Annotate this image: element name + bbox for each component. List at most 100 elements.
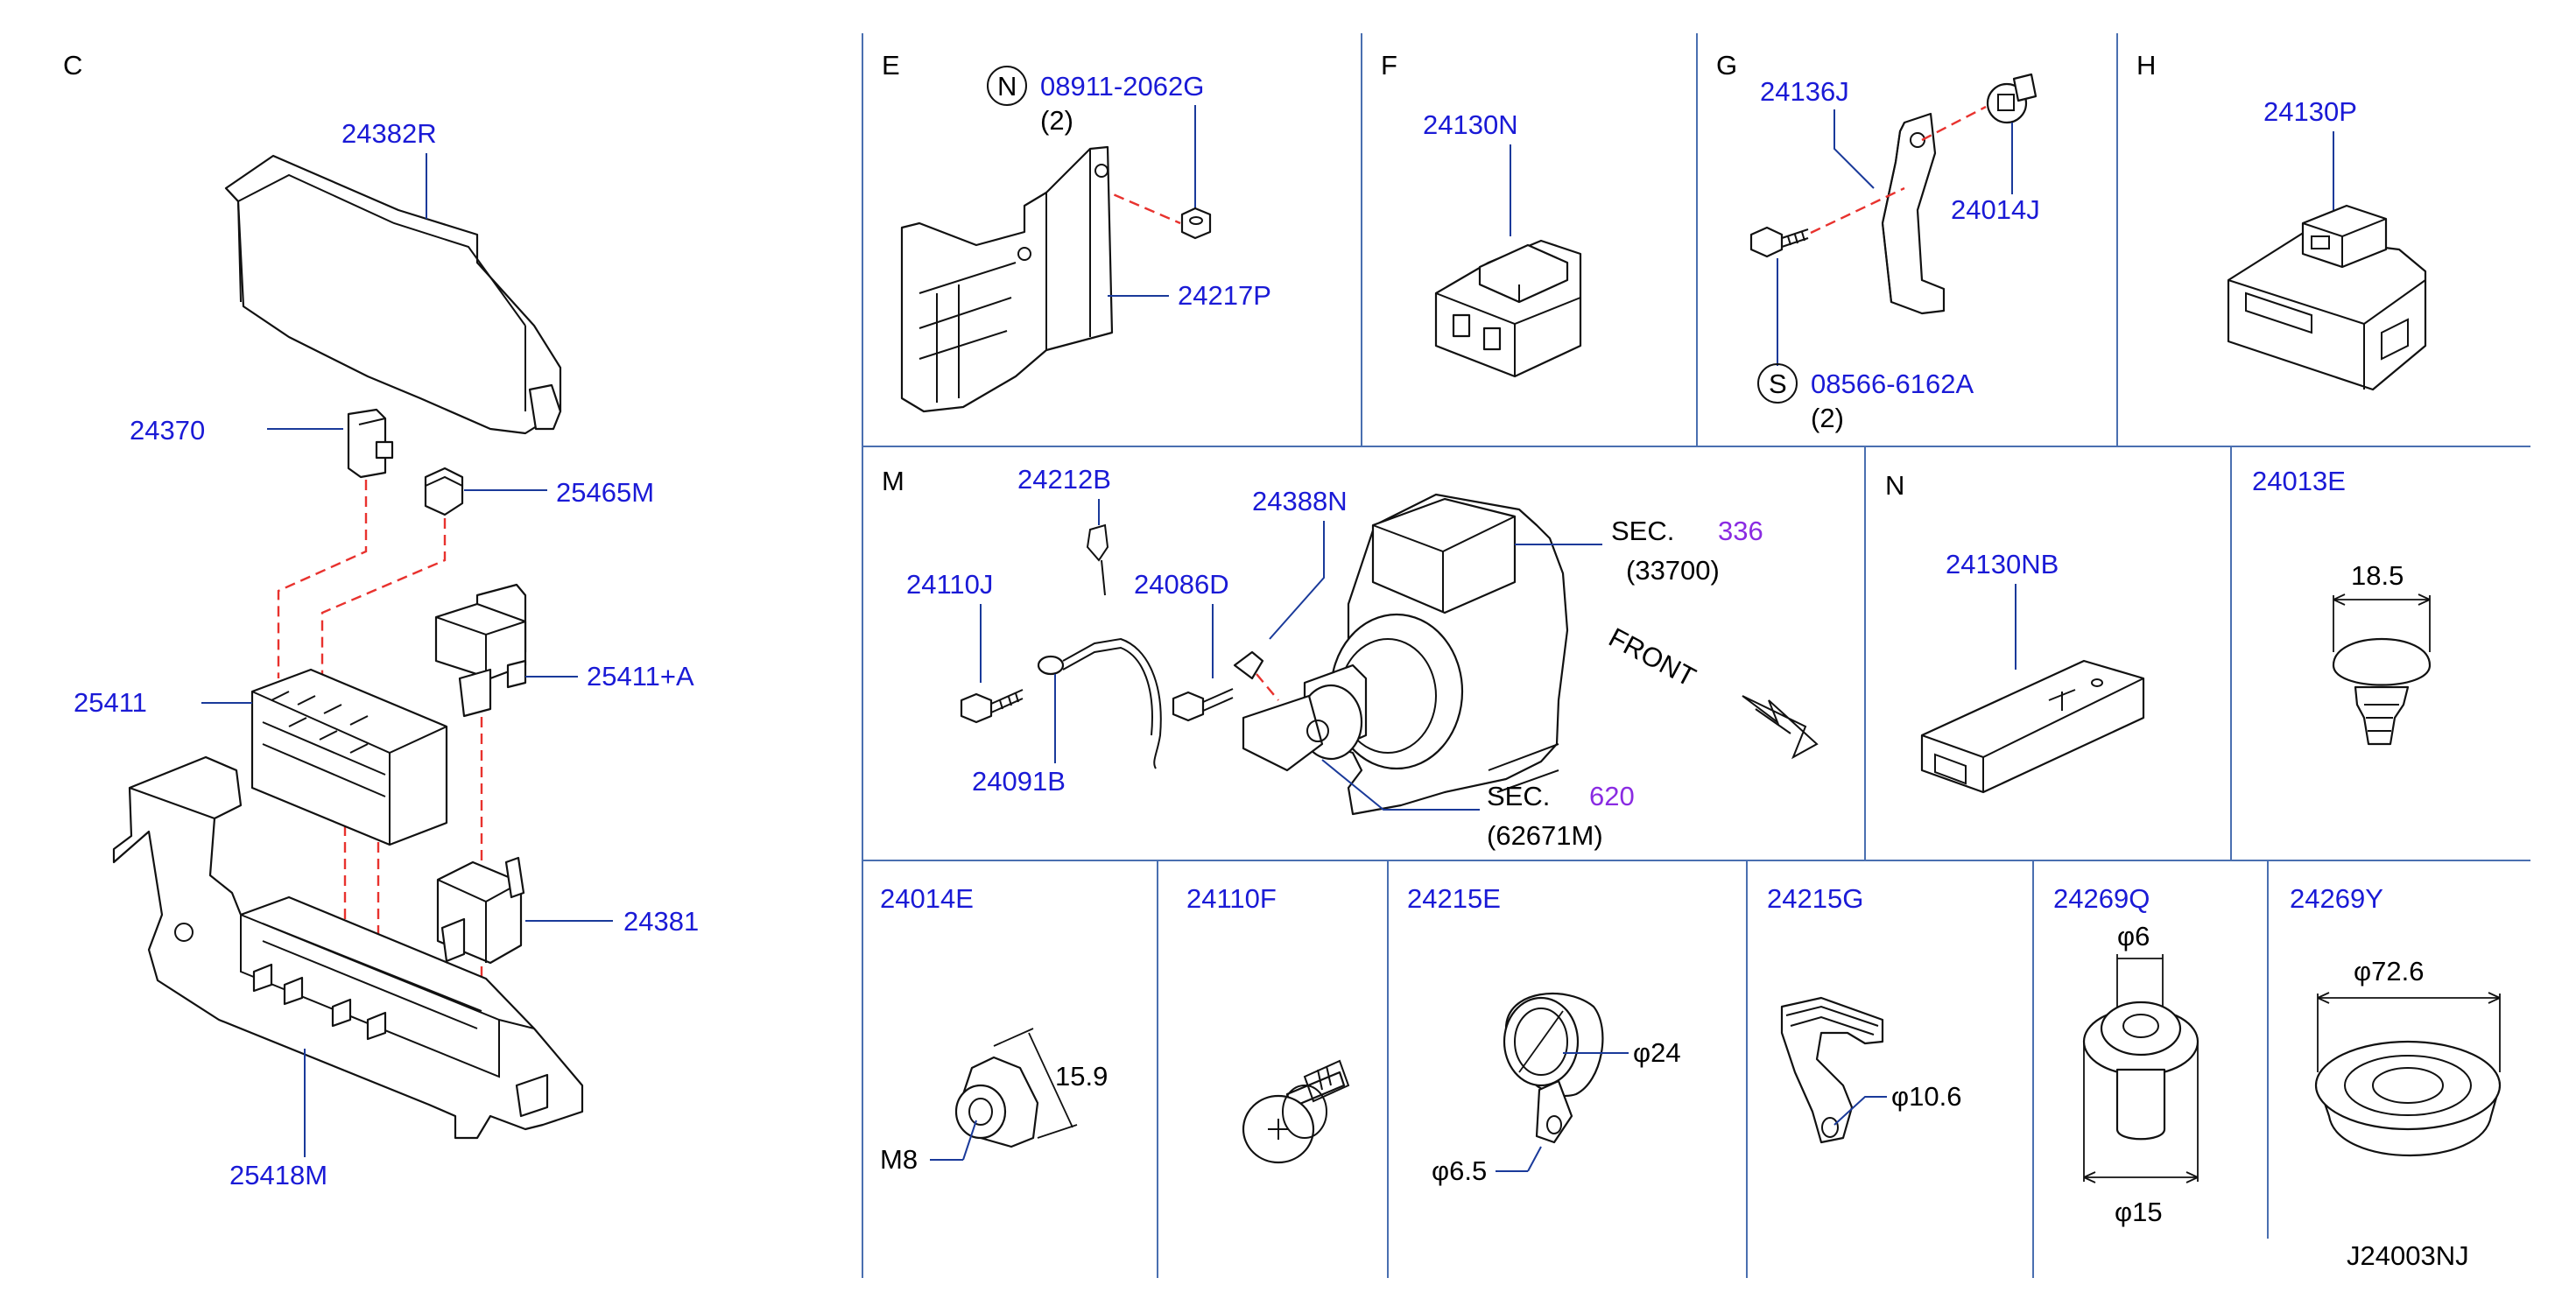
connector-24130P-drawing xyxy=(2227,204,2427,391)
clip-24014J-drawing xyxy=(1986,73,2038,124)
section-c: C 24382R 24370 25465M xyxy=(63,50,699,1190)
section-n: N 24130NB xyxy=(1885,470,2145,794)
cover-24382R-drawing xyxy=(224,154,562,435)
section-letter-m: M xyxy=(882,466,904,496)
section-24110F: 24110F xyxy=(1186,883,1350,1164)
drawing-code: J24003NJ xyxy=(2347,1240,2469,1271)
fuse-24370-drawing xyxy=(347,408,394,479)
transmission-housing-drawing xyxy=(1242,493,1569,816)
part-label-08911-2062G: 08911-2062G xyxy=(1040,71,1204,102)
relay-25411A-drawing xyxy=(434,583,527,718)
sec-336-number: 336 xyxy=(1718,516,1763,546)
part-label-24269Y: 24269Y xyxy=(2290,883,2383,914)
part-label-24091B: 24091B xyxy=(972,766,1066,797)
part-label-24382R: 24382R xyxy=(341,118,437,149)
section-f: F 24130N xyxy=(1381,50,1582,378)
sec-620-label: SEC. xyxy=(1487,781,1550,811)
bolt-24110J-drawing xyxy=(960,689,1024,724)
front-label: FRONT xyxy=(1604,621,1701,692)
part-label-24110F: 24110F xyxy=(1186,883,1277,914)
part-label-25418M: 25418M xyxy=(229,1160,327,1190)
clip-24013E-drawing xyxy=(2332,637,2432,746)
part-label-24217P: 24217P xyxy=(1178,280,1271,311)
screw-quantity: (2) xyxy=(1811,403,1844,433)
bolt-24086D-drawing xyxy=(1172,688,1234,722)
section-24215G: 24215G φ10.6 xyxy=(1767,883,1961,1144)
part-label-24215E: 24215E xyxy=(1407,883,1501,914)
part-label-24269Q: 24269Q xyxy=(2053,883,2150,914)
section-letter-g: G xyxy=(1716,50,1737,81)
part-label-24212B: 24212B xyxy=(1017,464,1111,495)
part-label-24381: 24381 xyxy=(623,906,699,937)
part-label-25411: 25411 xyxy=(74,687,147,718)
section-letter-f: F xyxy=(1381,50,1397,81)
screw-08566-drawing xyxy=(1749,226,1809,258)
connector-24130NB-drawing xyxy=(1920,659,2145,794)
section-24013E: 24013E 18.5 xyxy=(2252,466,2432,746)
part-label-24215G: 24215G xyxy=(1767,883,1863,914)
screw-symbol-s: S xyxy=(1769,369,1787,399)
sec-336-label: SEC. xyxy=(1611,516,1674,546)
dim-24215E-small: φ6.5 xyxy=(1432,1155,1487,1186)
part-label-24130P: 24130P xyxy=(2263,96,2357,127)
section-h: H 24130P xyxy=(2136,50,2427,391)
dim-24269Q-top: φ6 xyxy=(2117,921,2150,951)
grommet-24269Y-drawing xyxy=(2314,1040,2502,1156)
part-label-24370: 24370 xyxy=(130,415,205,446)
part-label-08566-6162A: 08566-6162A xyxy=(1811,369,1974,399)
part-label-24130NB: 24130NB xyxy=(1946,549,2059,579)
section-m: M 24212B 24388N 24110J 24086D 24091B xyxy=(882,464,1819,851)
nut-quantity: (2) xyxy=(1040,105,1073,136)
strap-24136J-drawing xyxy=(1881,112,1946,315)
section-24215E: 24215E φ24 φ6.5 xyxy=(1407,883,1681,1186)
clamp-24215G-drawing xyxy=(1780,996,1884,1144)
dim-24013E: 18.5 xyxy=(2351,560,2404,591)
grommet-24269Q-drawing xyxy=(2082,1001,2199,1141)
ground-wire-24091B-drawing xyxy=(1037,637,1162,769)
part-label-24110J: 24110J xyxy=(906,569,993,600)
connector-24381-drawing xyxy=(436,856,525,965)
part-label-25411A: 25411+A xyxy=(587,661,694,692)
box-25418M-drawing xyxy=(112,755,584,1140)
section-letter-h: H xyxy=(2136,50,2156,81)
sec-620-number: 620 xyxy=(1589,781,1635,811)
dim-24014E: 15.9 xyxy=(1055,1061,1108,1092)
fuse-block-25411-drawing xyxy=(250,668,448,846)
section-letter-e: E xyxy=(882,50,900,81)
sec-620-sub: (62671M) xyxy=(1487,820,1603,851)
section-24269Y: 24269Y φ72.6 xyxy=(2290,883,2502,1156)
section-24014E: 24014E 15.9 M8 xyxy=(880,883,1108,1175)
dim-24215G: φ10.6 xyxy=(1891,1081,1961,1112)
thread-24014E: M8 xyxy=(880,1144,918,1175)
dim-24215E-big: φ24 xyxy=(1633,1037,1681,1068)
section-g: G 24136J 24014J S 08566-6162A (2) xyxy=(1716,50,2040,433)
nut-08911-drawing xyxy=(1180,207,1212,240)
section-e: E N 08911-2062G (2) 24217P xyxy=(882,50,1271,413)
part-label-24086D: 24086D xyxy=(1134,569,1229,600)
nut-24014E-drawing xyxy=(954,1056,1039,1148)
stud-24388N-drawing xyxy=(1233,650,1279,701)
sec-336-sub: (33700) xyxy=(1626,555,1720,586)
clamp-24215E-drawing xyxy=(1503,992,1604,1144)
part-label-25465M: 25465M xyxy=(556,477,654,508)
panel-grid xyxy=(862,33,2530,1278)
section-letter-c: C xyxy=(63,50,82,81)
fuse-25465M-drawing xyxy=(424,467,464,516)
nut-symbol-n: N xyxy=(997,71,1017,102)
dim-24269Y: φ72.6 xyxy=(2354,956,2424,987)
connector-24130N-drawing xyxy=(1434,239,1582,378)
part-label-24013E: 24013E xyxy=(2252,466,2346,496)
tie-24212B-drawing xyxy=(1086,523,1109,596)
bracket-24217P-drawing xyxy=(900,145,1114,413)
front-arrow-icon xyxy=(1742,695,1819,760)
section-letter-n: N xyxy=(1885,470,1904,501)
part-label-24136J: 24136J xyxy=(1760,76,1849,107)
section-24269Q: 24269Q φ6 φ15 xyxy=(2053,883,2199,1227)
part-label-24014J: 24014J xyxy=(1951,194,2040,225)
dim-24269Q-bottom: φ15 xyxy=(2115,1197,2163,1227)
part-label-24388N: 24388N xyxy=(1252,486,1348,516)
bolt-24110F-drawing xyxy=(1242,1059,1350,1164)
part-label-24130N: 24130N xyxy=(1423,109,1518,140)
part-label-24014E: 24014E xyxy=(880,883,974,914)
